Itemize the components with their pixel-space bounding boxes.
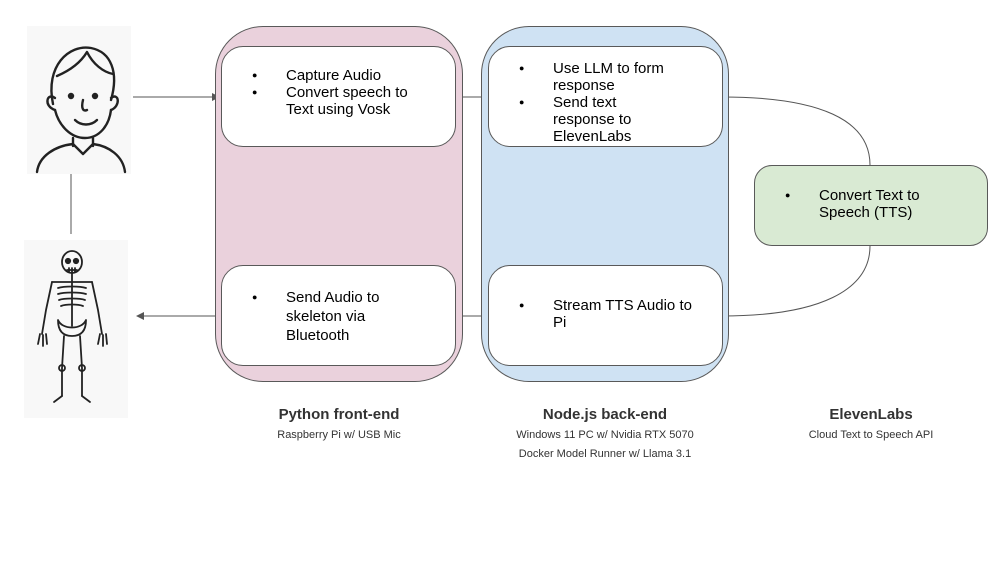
node-subtitle-1: Windows 11 PC w/ Nvidia RTX 5070 [516,429,694,441]
tts-box: Convert Text to Speech (TTS) [754,165,988,246]
bullet-capture-audio: Capture Audio [222,67,455,84]
capture-audio-box: Capture Audio Convert speech to Text usi… [221,46,456,147]
bullet-convert-text: Convert Text to Speech (TTS) [755,187,949,221]
bullet-send-text: Send text response to ElevenLabs [489,94,673,145]
elevenlabs-subtitle: Cloud Text to Speech API [808,429,934,441]
skeleton-icon-box [24,240,128,418]
stream-tts-box: Stream TTS Audio to Pi [488,265,723,366]
elevenlabs-title: ElevenLabs [829,406,913,423]
skeleton-icon [37,250,108,403]
bullet-convert-speech: Convert speech to Text using Vosk [222,84,436,118]
curve-node-to-elevenlabs [721,96,871,166]
boy-face-icon [35,46,127,174]
bullet-stream-tts: Stream TTS Audio to Pi [489,297,703,331]
python-title: Python front-end [278,406,400,423]
send-audio-box: Send Audio to skeleton via Bluetooth [221,265,456,366]
llm-response-box: Use LLM to form response Send text respo… [488,46,723,147]
node-title: Node.js back-end [542,406,668,423]
bullet-send-audio: Send Audio to skeleton via Bluetooth [222,288,406,345]
user-icon-box [27,26,131,174]
curve-elevenlabs-to-node [721,245,871,317]
python-subtitle: Raspberry Pi w/ USB Mic [277,429,401,441]
bullet-use-llm: Use LLM to form response [489,60,683,94]
node-subtitle-2: Docker Model Runner w/ Llama 3.1 [518,448,692,460]
